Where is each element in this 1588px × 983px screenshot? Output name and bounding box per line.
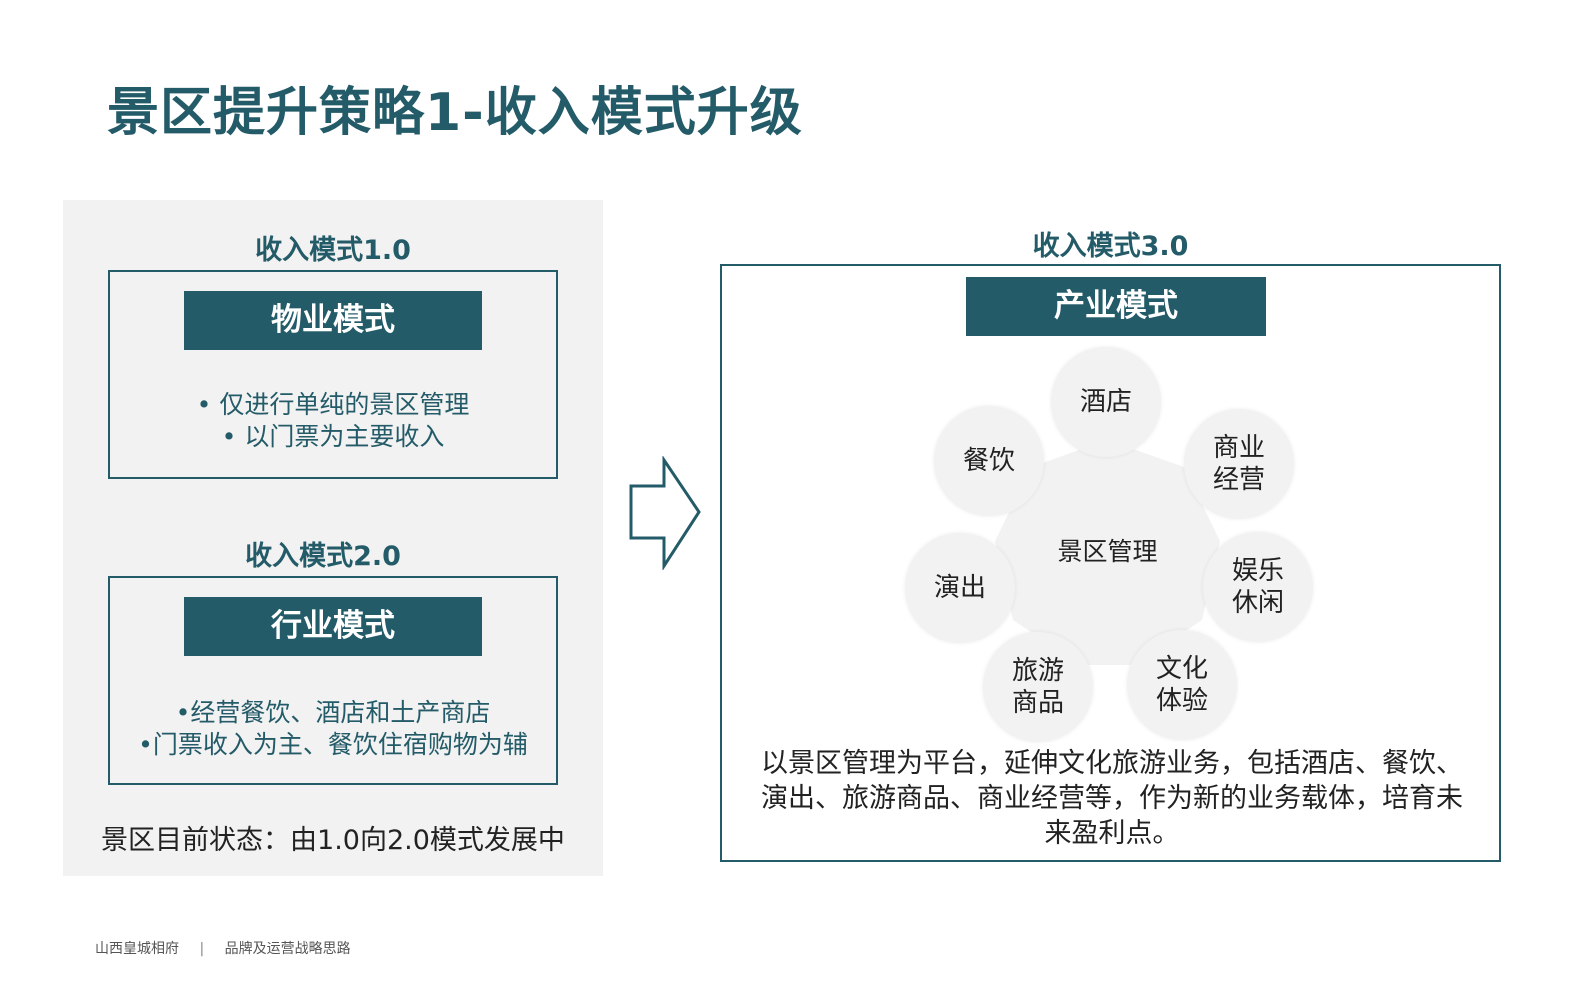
mode-2-bullet: •门票收入为主、餐饮住宿购物为辅	[138, 730, 528, 759]
node-souvenirs: 旅游商品	[983, 632, 1093, 742]
node-label: 文化体验	[1155, 654, 1208, 716]
mode-1-box: 物业模式 • 仅进行单纯的景区管理 • 以门票为主要收入	[108, 270, 558, 479]
mode-1-bullet: • 仅进行单纯的景区管理	[196, 390, 470, 419]
mode-3-label: 收入模式3.0	[1032, 231, 1189, 262]
node-performance: 演出	[905, 533, 1015, 643]
current-status: 景区目前状态：由1.0向2.0模式发展中	[101, 825, 565, 856]
mode-3-description: 以景区管理为平台，延伸文化旅游业务，包括酒店、餐饮、演出、旅游商品、商业经营等，…	[761, 748, 1463, 849]
mode-2-bullet: •经营餐饮、酒店和土产商店	[175, 698, 491, 727]
node-label: 演出	[933, 573, 986, 603]
right-arrow-icon	[629, 456, 701, 570]
node-label: 餐饮	[962, 446, 1015, 476]
footer-separator: |	[199, 941, 205, 957]
node-label: 旅游商品	[1011, 656, 1064, 718]
hub-label: 景区管理	[1057, 537, 1158, 566]
node-label: 酒店	[1079, 387, 1132, 417]
mode-1-bullet: • 以门票为主要收入	[221, 422, 445, 451]
mode-2-label: 收入模式2.0	[245, 541, 401, 572]
node-culture: 文化体验	[1127, 630, 1237, 740]
mode-1-banner: 物业模式	[184, 291, 482, 350]
mode-2-banner: 行业模式	[184, 597, 482, 656]
node-entertainment: 娱乐休闲	[1203, 532, 1313, 642]
node-commerce: 商业经营	[1184, 409, 1294, 519]
page-title: 景区提升策略1-收入模式升级	[107, 83, 803, 143]
footer-company: 山西皇城相府	[95, 941, 179, 957]
node-label: 商业经营	[1212, 433, 1265, 495]
footer: 山西皇城相府 | 品牌及运营战略思路	[95, 938, 351, 958]
node-hotel: 酒店	[1051, 347, 1161, 457]
mode-3-banner: 产业模式	[966, 277, 1266, 336]
node-label: 娱乐休闲	[1231, 556, 1284, 618]
mode-1-label: 收入模式1.0	[255, 235, 411, 266]
mode-2-box: 行业模式 •经营餐饮、酒店和土产商店 •门票收入为主、餐饮住宿购物为辅	[108, 576, 558, 785]
node-dining: 餐饮	[934, 406, 1044, 516]
footer-section: 品牌及运营战略思路	[224, 941, 351, 957]
